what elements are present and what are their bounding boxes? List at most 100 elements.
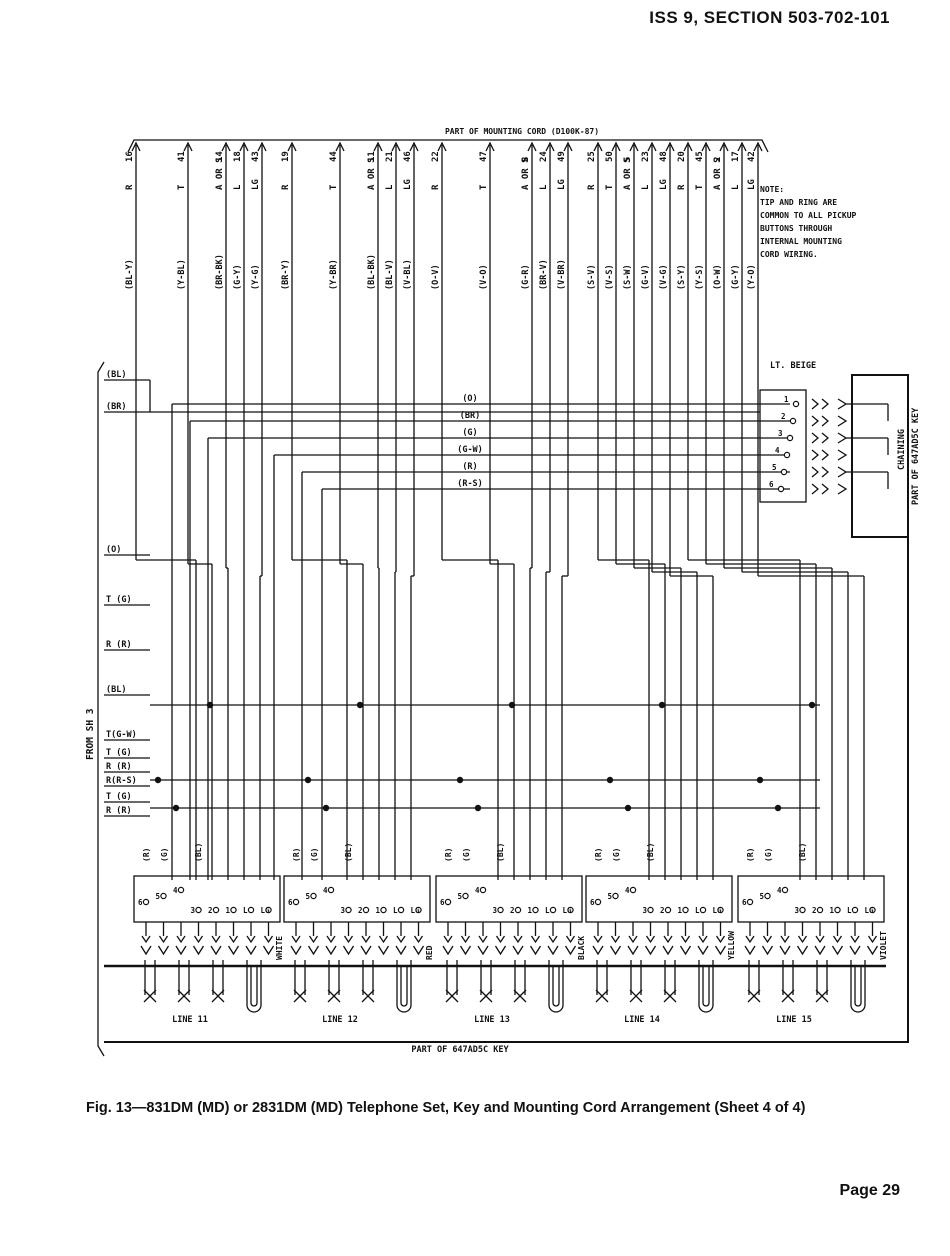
button-terminal: [462, 892, 469, 900]
cord-lead-colors: (BR-Y): [281, 259, 291, 290]
button-lead-label: (BL): [194, 843, 203, 862]
button-terminal-number: LG: [261, 906, 271, 915]
cord-lead-colors: (O-W): [713, 264, 723, 290]
button-terminal-number: LG: [865, 906, 875, 915]
switch-cross: [211, 989, 225, 1003]
cord-lead-colors: (G-Y): [731, 264, 741, 290]
button-terminal: [746, 898, 754, 906]
arrowhead: [545, 141, 555, 152]
lamp-color-label: RED: [425, 945, 434, 960]
cord-lead-colors: (Y-BL): [177, 259, 187, 290]
cord-lead-colors: (G-R): [521, 264, 531, 290]
button-terminal: [764, 892, 771, 900]
line-label: LINE 13: [474, 1015, 510, 1025]
cord-lead-name: A OR S: [521, 157, 531, 190]
connector-tine: [814, 945, 826, 956]
button-terminal: [799, 906, 806, 914]
button-terminal: [292, 898, 300, 906]
button-terminal-number: 4: [625, 886, 630, 895]
switch-cross: [629, 989, 643, 1003]
beige-terminal: [786, 434, 794, 442]
cord-pin-number: 19: [281, 151, 291, 162]
button-lead-label: (G): [462, 848, 471, 862]
connector-tine: [679, 945, 692, 956]
cord-lead-name: LG: [659, 179, 669, 190]
button-terminal-number: 4: [323, 886, 328, 895]
connector-tine: [175, 945, 187, 956]
connector-tine: [761, 945, 774, 956]
button-terminal-number: 1: [830, 906, 835, 915]
cord-lead-colors: (O-V): [431, 264, 441, 290]
arrowhead: [821, 466, 830, 478]
button-station: [737, 875, 885, 923]
connector-tine: [459, 945, 472, 956]
arrowhead: [396, 935, 406, 944]
cord-pin-number: 41: [177, 151, 187, 162]
arrowhead: [211, 935, 221, 944]
arrowhead: [373, 141, 383, 152]
cord-lead-name: A OR S: [367, 157, 377, 190]
switch-cross: [327, 989, 341, 1003]
cord-lead-name: R: [587, 184, 597, 190]
button-terminal: [834, 906, 841, 914]
beige-terminal-number: 5: [772, 463, 777, 472]
button-terminal-number: 1: [678, 906, 683, 915]
button-terminal-number: L: [243, 906, 248, 915]
key-jack: [837, 432, 848, 444]
beige-terminal-number: 1: [784, 395, 789, 404]
arrowhead: [780, 935, 790, 944]
arrowhead: [680, 935, 691, 944]
cord-pin-number: 8: [521, 157, 531, 162]
cord-lead-colors: (Y-O): [747, 264, 757, 290]
arrowhead: [460, 935, 471, 944]
button-terminal: [851, 906, 859, 914]
lamp-color-label: VIOLET: [879, 931, 888, 960]
arrowhead: [645, 935, 656, 944]
arrowhead: [495, 935, 506, 944]
cord-lead-colors: (G-Y): [233, 264, 243, 290]
button-terminal-number: 4: [173, 886, 178, 895]
arrowhead: [246, 935, 256, 944]
switch-cross: [781, 989, 795, 1003]
switch-cross: [595, 989, 609, 1003]
note-text: BUTTONS THROUGH: [760, 224, 832, 233]
connector-tine: [442, 945, 454, 956]
cord-lead-name: L: [641, 184, 651, 190]
arrowhead: [811, 398, 820, 410]
cord-lead-name: L: [385, 184, 395, 190]
lamp-outline: [396, 960, 412, 1013]
button-terminal-number: 3: [493, 906, 498, 915]
switch-cross: [513, 989, 527, 1003]
cord-lead-colors: (V-S): [605, 264, 615, 290]
connector-tine: [662, 945, 674, 956]
mid-lead-label: (BR): [460, 411, 480, 421]
line-label: LINE 14: [624, 1015, 660, 1025]
connector-tine: [210, 945, 222, 956]
button-lead-label: (G): [764, 848, 773, 862]
arrowhead: [821, 415, 830, 427]
left-lead-label: T (G): [106, 792, 132, 802]
arrowhead: [867, 935, 878, 944]
arrowhead: [821, 449, 830, 461]
button-terminal: [195, 906, 202, 914]
button-terminal-number: 2: [358, 906, 363, 915]
cord-lead-name: T: [695, 184, 705, 190]
mid-lead-label: (O): [462, 394, 477, 404]
button-lead-label: (G): [310, 848, 319, 862]
button-terminal: [612, 892, 619, 900]
line-label: LINE 12: [322, 1015, 358, 1025]
arrowhead: [647, 141, 657, 152]
button-terminal: [265, 906, 272, 914]
left-lead-label: (BR): [106, 402, 126, 412]
arrowhead: [821, 398, 830, 410]
cord-pin-number: 46: [403, 151, 413, 162]
cord-pin-number: 18: [233, 151, 243, 162]
button-terminal-number: 5: [760, 892, 765, 901]
cord-lead-name: R: [125, 184, 135, 190]
beige-terminal: [792, 400, 800, 408]
bus-junction: [322, 804, 330, 812]
cord-lead-colors: (BR-BK): [215, 254, 225, 290]
switch-cross: [177, 989, 191, 1003]
cord-pin-number: 50: [605, 151, 615, 162]
cord-lead-colors: (G-V): [641, 264, 651, 290]
